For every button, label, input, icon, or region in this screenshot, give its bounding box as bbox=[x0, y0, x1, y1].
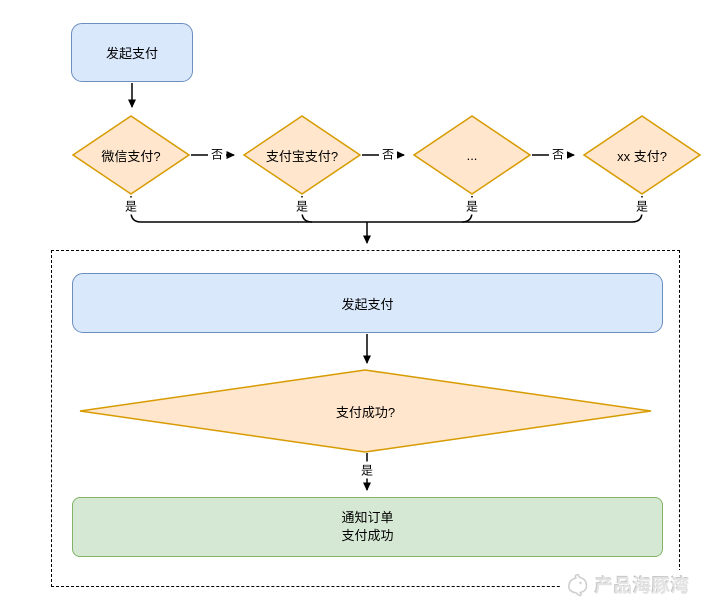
edge-label-yes-success: 是 bbox=[357, 461, 377, 479]
node-decision-ellipsis: ... bbox=[413, 115, 531, 195]
node-subprocess-initiate-payment-label: 发起支付 bbox=[341, 296, 394, 312]
node-decision-xx-payment-label: xx 支付? bbox=[617, 148, 667, 164]
node-notify-order-line2: 支付成功 bbox=[341, 528, 394, 543]
diamond-shape bbox=[413, 115, 531, 195]
edge-label-yes-2: 是 bbox=[292, 197, 312, 215]
node-decision-xx-payment: xx 支付? bbox=[583, 115, 701, 195]
node-decision-payment-success: 支付成功? bbox=[78, 369, 653, 453]
node-decision-wechat-label: 微信支付? bbox=[101, 148, 161, 164]
node-notify-order-success: 通知订单 支付成功 bbox=[72, 497, 663, 557]
edge-label-no-2: 否 bbox=[378, 145, 398, 163]
edge-label-no-3: 否 bbox=[548, 145, 568, 163]
node-subprocess-initiate-payment: 发起支付 bbox=[72, 273, 663, 333]
diamond-shape bbox=[72, 115, 190, 195]
diamond-shape bbox=[583, 115, 701, 195]
diamond-shape bbox=[243, 115, 361, 195]
edge-label-yes-4: 是 bbox=[632, 197, 652, 215]
subprocess-container bbox=[51, 250, 680, 587]
watermark: 产品海豚湾 bbox=[560, 570, 694, 600]
node-decision-alipay: 支付宝支付? bbox=[243, 115, 361, 195]
edge-label-yes-3: 是 bbox=[462, 197, 482, 215]
watermark-text: 产品海豚湾 bbox=[595, 576, 690, 596]
node-start-payment: 发起支付 bbox=[71, 23, 193, 82]
node-decision-wechat: 微信支付? bbox=[72, 115, 190, 195]
node-decision-ellipsis-label: ... bbox=[466, 147, 478, 163]
node-start-payment-label: 发起支付 bbox=[105, 46, 158, 61]
node-decision-alipay-label: 支付宝支付? bbox=[265, 148, 339, 164]
dolphin-logo-icon bbox=[568, 573, 588, 597]
node-notify-order-line1: 通知订单 bbox=[341, 510, 394, 526]
edge-label-yes-1: 是 bbox=[121, 197, 141, 215]
diamond-shape bbox=[79, 369, 652, 453]
node-decision-payment-success-label: 支付成功? bbox=[335, 404, 396, 420]
edge-label-no-1: 否 bbox=[207, 145, 227, 163]
